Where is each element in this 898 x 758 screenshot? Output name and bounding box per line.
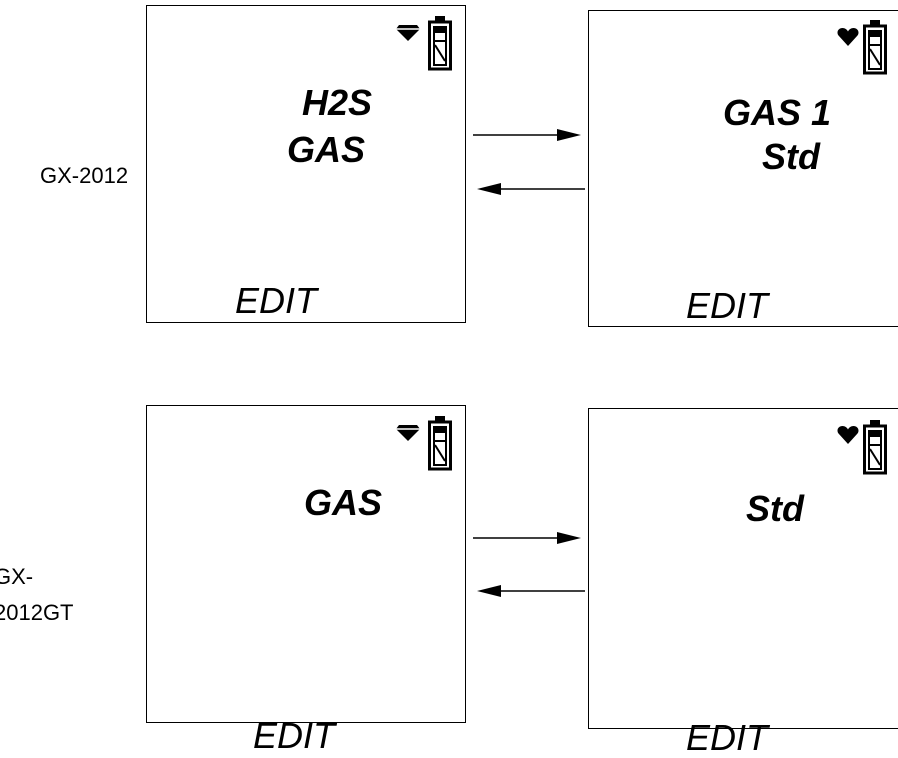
battery-icon [428, 16, 452, 71]
screen-top-right: GAS 1 Std EDIT [588, 10, 898, 327]
model-label-gx2012: GX-2012 [40, 163, 129, 188]
arrow-left-icon [477, 183, 585, 195]
screen-text-line1: GAS [304, 482, 383, 523]
edit-label: EDIT [686, 717, 769, 758]
screen-text-line2: GAS [287, 129, 366, 170]
edit-label: EDIT [253, 715, 336, 756]
edit-label: EDIT [235, 280, 318, 321]
battery-icon [863, 420, 887, 475]
battery-icon [863, 20, 887, 75]
arrow-right-icon [473, 129, 581, 141]
battery-icon [428, 416, 452, 471]
arrow-right-icon [473, 532, 581, 544]
model-label-gx2012gt-line1: GX- [0, 564, 34, 589]
screen-text-line1: H2S [302, 82, 373, 123]
arrow-left-icon [477, 585, 585, 597]
heart-icon [837, 28, 859, 46]
screen-text-line1: GAS 1 [723, 92, 832, 133]
edit-label: EDIT [686, 285, 769, 326]
screen-bottom-right: Std [588, 408, 898, 729]
screen-text-line1: Std [746, 488, 804, 529]
screen-bottom-left: GAS [146, 405, 466, 723]
diamond-icon [396, 425, 420, 441]
diamond-icon [396, 25, 420, 41]
screen-text-line2: Std [762, 136, 820, 177]
screen-top-left: H2S GAS EDIT [146, 5, 466, 323]
heart-icon [837, 426, 859, 444]
model-label-gx2012gt-line2: 2012GT [0, 600, 74, 625]
